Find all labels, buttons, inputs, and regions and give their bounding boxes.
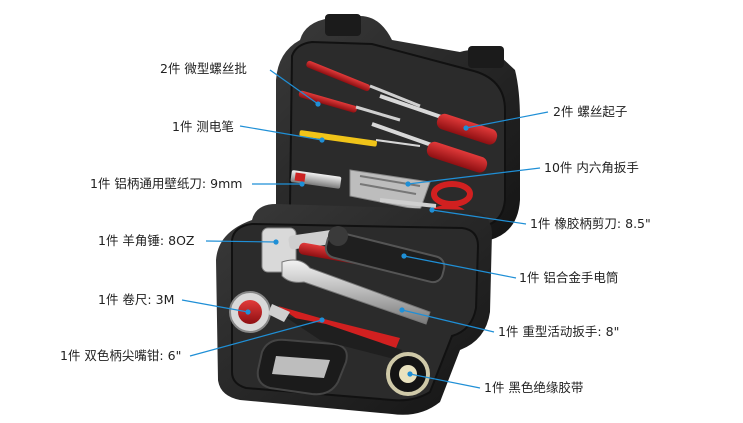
utility-knife-tool — [290, 170, 342, 189]
callout-dot-flashlight — [401, 253, 407, 259]
callout-line-adjustable-wrench — [401, 309, 495, 333]
callout-dot-adjustable-wrench — [399, 307, 405, 313]
callout-dot-scissors — [429, 207, 435, 213]
label-screwdriver: 2件 螺丝起子 — [553, 104, 628, 119]
label-utility-knife: 1件 铝柄通用壁纸刀: 9mm — [90, 176, 243, 191]
callout-line-insulating-tape — [409, 373, 481, 389]
label-hex-key: 10件 内六角扳手 — [544, 160, 639, 175]
label-test-pen: 1件 测电笔 — [172, 119, 234, 134]
callout-line-needle-nose-pliers — [189, 319, 323, 357]
callout-line-claw-hammer — [205, 240, 277, 243]
label-insulating-tape: 1件 黑色绝缘胶带 — [484, 380, 584, 395]
callout-line-screwdriver — [465, 111, 549, 129]
label-tape-measure: 1件 卷尺: 3M — [98, 292, 175, 307]
adjustable-wrench-tool — [281, 259, 431, 325]
callout-dot-tape-measure — [245, 309, 251, 315]
callout-line-flashlight — [403, 255, 517, 279]
label-adjustable-wrench: 1件 重型活动扳手: 8" — [498, 324, 620, 339]
test-pen-tool — [299, 130, 421, 147]
label-scissors: 1件 橡胶柄剪刀: 8.5" — [530, 216, 651, 231]
callout-dot-claw-hammer — [273, 239, 279, 245]
callout-dots — [245, 101, 469, 377]
hex-key-set — [349, 169, 431, 211]
micro-screwdriver-tools — [298, 60, 421, 122]
callout-dot-needle-nose-pliers — [319, 317, 325, 323]
label-needle-nose-pliers: 1件 双色柄尖嘴钳: 6" — [60, 348, 182, 363]
label-claw-hammer: 1件 羊角锤: 8OZ — [98, 233, 195, 248]
flashlight-tool — [324, 226, 446, 284]
callout-line-tape-measure — [181, 299, 249, 313]
callout-dot-screwdriver — [463, 125, 469, 131]
callout-lines — [181, 69, 549, 389]
callout-dot-micro-screwdriver — [315, 101, 321, 107]
latch-left — [325, 14, 361, 36]
callout-dot-insulating-tape — [407, 371, 413, 377]
callout-line-micro-screwdriver — [269, 69, 319, 105]
latch-right — [468, 46, 504, 68]
needle-nose-pliers-tool — [268, 304, 402, 360]
callout-dot-test-pen — [319, 137, 325, 143]
label-micro-screwdriver: 2件 微型螺丝批 — [160, 61, 247, 76]
callout-dot-utility-knife — [299, 181, 305, 187]
label-flashlight: 1件 铝合金手电筒 — [519, 270, 619, 285]
callout-dot-hex-key — [405, 181, 411, 187]
callout-line-hex-key — [407, 167, 541, 185]
callout-line-test-pen — [239, 125, 323, 141]
callout-line-scissors — [431, 209, 527, 225]
